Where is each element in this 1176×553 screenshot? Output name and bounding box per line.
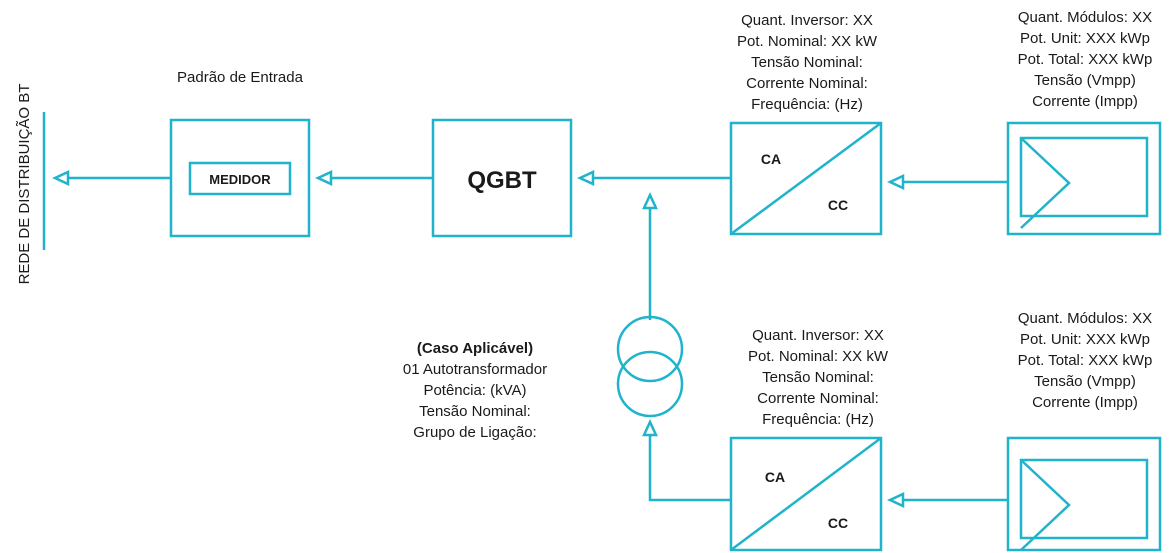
inverter-bottom-spec: Tensão Nominal: [762,369,874,386]
transformer-spec: Potência: (kVA) [423,382,526,399]
modules-top-spec: Pot. Unit: XXX kWp [1020,30,1150,47]
modules-bottom-spec: Pot. Total: XXX kWp [1018,352,1153,369]
inverter-bottom-spec: Pot. Nominal: XX kW [748,348,889,365]
inverter-bottom-ac-label: CA [765,469,785,485]
qgbt-to-entry-arrowhead [315,170,333,186]
modules-top-to-inverter-arrowhead [887,174,905,190]
inverter-bottom-to-transformer-arrowhead [642,419,658,437]
modules-top-spec: Pot. Total: XXX kWp [1018,51,1153,68]
grid-label: REDE DE DISTRIBUIÇÃO BT [16,84,33,285]
inverter-bottom-spec: Corrente Nominal: [757,390,879,407]
inverter-top-spec: Tensão Nominal: [751,54,863,71]
inverter-top-to-qgbt-arrowhead [577,170,595,186]
modules-top-panel [1019,136,1149,218]
transformer-spec: Grupo de Ligação: [413,424,536,441]
transformer-specs: (Caso Aplicável) 01 Autotransformador Po… [403,340,547,441]
modules-bottom-spec: Pot. Unit: XXX kWp [1020,331,1150,348]
modules-bottom-chevron [1020,459,1071,551]
transformer-to-qgbt-arrowhead [642,192,658,210]
transformer-coil-secondary [616,350,684,418]
modules-bottom-spec: Quant. Módulos: XX [1018,310,1152,327]
inverter-bottom-to-transformer-line [648,435,731,502]
entry-title: Padrão de Entrada [177,69,304,86]
modules-bottom: Quant. Módulos: XX Pot. Unit: XXX kWp Po… [1006,310,1162,552]
inverter-top-spec: Pot. Nominal: XX kW [737,33,878,50]
modules-top-chevron [1020,137,1071,229]
inverter-top-spec: Frequência: (Hz) [751,96,863,113]
transformer-spec: (Caso Aplicável) [417,340,533,357]
modules-bottom-to-inverter-arrowhead [887,492,905,508]
inverter-bottom: Quant. Inversor: XX Pot. Nominal: XX kW … [729,327,889,552]
inverter-top-spec: Corrente Nominal: [746,75,868,92]
inverter-top: Quant. Inversor: XX Pot. Nominal: XX kW … [729,12,883,236]
modules-top: Quant. Módulos: XX Pot. Unit: XXX kWp Po… [1006,9,1162,236]
transformer-spec: Tensão Nominal: [419,403,531,420]
inverter-top-spec: Quant. Inversor: XX [741,12,873,29]
meter-box [188,161,292,196]
entry-to-grid-arrowhead [52,170,70,186]
inverter-top-diagonal [730,121,882,236]
modules-bottom-spec: Tensão (Vmpp) [1034,373,1136,390]
inverter-top-ac-label: CA [761,151,781,167]
modules-top-spec: Corrente (Impp) [1032,93,1138,110]
inverter-bottom-spec: Frequência: (Hz) [762,411,874,428]
inverter-bottom-diagonal [730,436,882,552]
transformer-spec: 01 Autotransformador [403,361,547,378]
modules-top-spec: Tensão (Vmpp) [1034,72,1136,89]
modules-top-spec: Quant. Módulos: XX [1018,9,1152,26]
transformer-coil-primary [616,315,684,383]
inverter-top-dc-label: CC [828,197,848,213]
inverter-bottom-dc-label: CC [828,515,848,531]
inverter-bottom-spec: Quant. Inversor: XX [752,327,884,344]
qgbt-label: QGBT [467,167,537,194]
modules-bottom-panel [1019,458,1149,540]
meter-label: MEDIDOR [209,172,271,187]
modules-bottom-spec: Corrente (Impp) [1032,394,1138,411]
